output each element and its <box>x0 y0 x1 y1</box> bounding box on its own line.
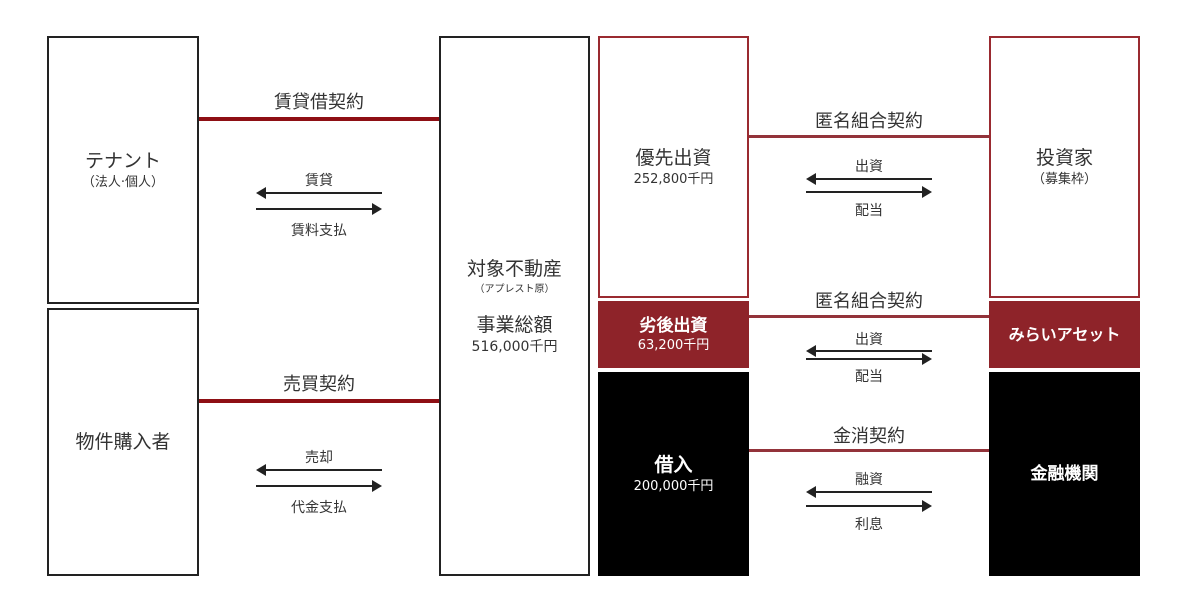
tenant-box: テナント （法人·個人） <box>47 36 199 304</box>
senior-equity-box: 優先出資 252,800千円 <box>598 36 749 298</box>
buyer-box: 物件購入者 <box>47 308 199 576</box>
sale-contract-label: 売買契約 <box>283 374 355 395</box>
tenant-sub: （法人·個人） <box>81 175 165 190</box>
c2-arrow-left-label: 出資 <box>855 332 883 348</box>
total-label: 事業総額 <box>476 314 553 336</box>
bank-box: 金融機関 <box>989 372 1140 576</box>
arrow-right-icon <box>806 500 932 512</box>
c3-arrow-left-label: 融資 <box>855 472 883 488</box>
arrow-right-icon <box>256 203 382 215</box>
c3-contract-line <box>749 449 989 452</box>
investor-sub: （募集枠） <box>1031 172 1097 187</box>
c1-contract-line <box>749 135 989 138</box>
property-sub: （アプレスト原） <box>474 284 555 295</box>
mirai-title: みらいアセット <box>1008 324 1121 344</box>
investor-title: 投資家 <box>1035 147 1093 169</box>
total-value: 516,000千円 <box>471 339 558 355</box>
c1-contract-label: 匿名組合契約 <box>815 111 923 132</box>
senior-title: 優先出資 <box>635 147 712 169</box>
c3-contract-label: 金消契約 <box>833 426 905 447</box>
lease-arrow-left-label: 賃貸 <box>305 173 333 189</box>
c2-arrow-right-label: 配当 <box>855 369 883 385</box>
lease-arrow-right-label: 賃料支払 <box>291 223 347 239</box>
junior-title: 劣後出資 <box>639 315 708 336</box>
c2-contract-label: 匿名組合契約 <box>815 291 923 312</box>
c1-arrow-left-label: 出資 <box>855 159 883 175</box>
c2-contract-line <box>749 315 989 318</box>
investor-box: 投資家 （募集枠） <box>989 36 1140 298</box>
senior-value: 252,800千円 <box>633 172 714 187</box>
junior-equity-box: 劣後出資 63,200千円 <box>598 301 749 368</box>
arrow-left-icon <box>806 345 932 357</box>
bank-title: 金融機関 <box>1030 464 1099 484</box>
mirai-asset-box: みらいアセット <box>989 301 1140 368</box>
arrow-left-icon <box>256 187 382 199</box>
c1-arrow-right-label: 配当 <box>855 203 883 219</box>
loan-box: 借入 200,000千円 <box>598 372 749 576</box>
tenant-title: テナント <box>84 150 161 172</box>
arrow-left-icon <box>256 464 382 476</box>
loan-value: 200,000千円 <box>633 479 714 494</box>
sale-contract-line <box>199 399 439 403</box>
arrow-left-icon <box>806 486 932 498</box>
property-title: 対象不動産 <box>466 258 562 280</box>
buyer-title: 物件購入者 <box>75 431 171 453</box>
arrow-right-icon <box>256 480 382 492</box>
lease-contract-line <box>199 117 439 121</box>
c3-arrow-right-label: 利息 <box>855 517 883 533</box>
loan-title: 借入 <box>654 454 693 476</box>
arrow-right-icon <box>806 186 932 198</box>
arrow-right-icon <box>806 353 932 365</box>
sale-arrow-right-label: 代金支払 <box>291 500 347 516</box>
sale-arrow-left-label: 売却 <box>305 450 333 466</box>
junior-value: 63,200千円 <box>637 337 710 353</box>
lease-contract-label: 賃貸借契約 <box>274 92 364 113</box>
arrow-left-icon <box>806 173 932 185</box>
property-box: 対象不動産 （アプレスト原） 事業総額 516,000千円 <box>439 36 590 576</box>
